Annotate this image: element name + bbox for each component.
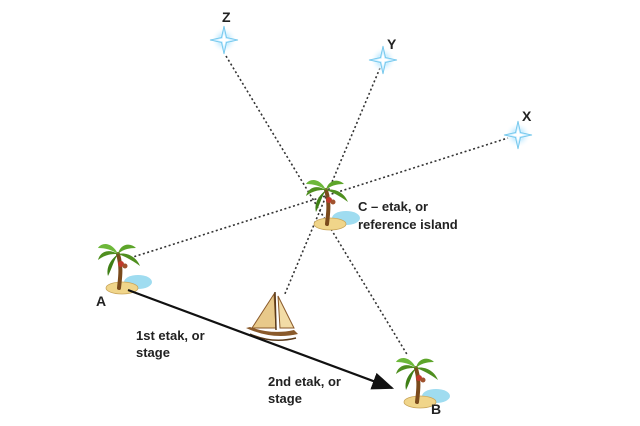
island-b-palm-icon [394,356,452,410]
star-x-label: X [522,108,532,124]
star-z-label: Z [222,9,231,25]
first-stage-label-line1: 1st etak, or [136,328,205,343]
second-stage-label-line1: 2nd etak, or [268,374,341,389]
second-stage-label-line2: stage [268,391,302,406]
star-z-icon [209,25,239,55]
island-c-label-line1: C – etak, or [358,199,428,214]
first-stage-label-line2: stage [136,345,170,360]
star-y-label: Y [387,36,397,52]
course-arrow-a-to-b [127,288,395,390]
island-c-label-line2: reference island [358,217,458,232]
island-c-palm-icon [304,178,362,232]
sightline-y-to-canoe [283,67,381,297]
island-b-label: B [431,401,441,417]
island-a-label: A [96,293,106,309]
star-x-icon [503,120,533,150]
canoe-icon [246,291,298,341]
island-a-palm-icon [96,242,154,296]
